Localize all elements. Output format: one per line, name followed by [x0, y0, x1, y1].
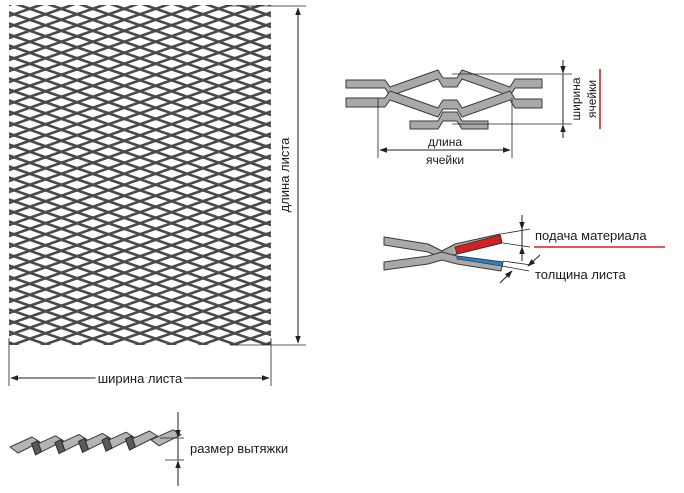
mesh-strand — [9, 165, 271, 260]
sheet-width-label: ширина листа — [98, 371, 183, 386]
mesh-strand — [9, 66, 271, 161]
mesh-strand — [9, 143, 271, 238]
mesh-strand — [9, 33, 271, 128]
mesh-strand — [9, 55, 271, 150]
stretch-step-edge — [77, 437, 90, 454]
mesh-strand — [9, 308, 115, 345]
mesh-strand — [9, 5, 13, 7]
mesh-strand — [9, 354, 271, 445]
mesh-strand — [9, 132, 271, 227]
mesh-strand — [9, 11, 271, 106]
cell-detail: ширина ячейки длина ячейки — [345, 60, 601, 167]
cell-strand-upper — [345, 69, 543, 97]
mesh-strand — [9, 231, 271, 326]
mesh-strand — [9, 176, 271, 271]
mesh-strand — [267, 5, 271, 7]
mesh-strand — [196, 319, 271, 345]
mesh-strand — [9, 88, 271, 183]
cell-length-label-line1: длина — [428, 135, 462, 149]
mesh-strand — [9, 22, 271, 117]
feed-highlight — [454, 234, 503, 255]
mesh-strand — [172, 5, 271, 40]
cell-strand-bottom — [409, 111, 489, 130]
mesh-strand — [9, 5, 202, 73]
stretch-step-edge — [30, 440, 43, 456]
mesh-sheet — [9, 5, 271, 445]
stretch-profile-detail: размер вытяжки — [9, 412, 288, 486]
stretch-step-edge — [101, 436, 113, 452]
sheet-length-label: длина листа — [277, 137, 292, 213]
cell-length-label-line2: ячейки — [426, 153, 464, 167]
mesh-strand — [9, 99, 271, 194]
sheet-thickness-label: толщина листа — [535, 267, 626, 282]
mesh-strand — [70, 275, 271, 345]
stretch-step — [9, 436, 41, 454]
mesh-strand — [9, 5, 108, 40]
mesh-strand — [133, 297, 271, 345]
mesh-strand — [9, 110, 271, 205]
mesh-strand — [9, 319, 84, 345]
stretch-size-label: размер вытяжки — [190, 441, 288, 456]
mesh-strand — [9, 77, 271, 172]
mesh-strand — [259, 341, 271, 345]
mesh-strand — [165, 308, 271, 345]
mesh-strand — [9, 198, 271, 293]
cell-strand-lower — [345, 90, 543, 118]
sheet-width-dimension: ширина листа — [8, 338, 272, 389]
mesh-strand — [9, 5, 76, 29]
mesh-strand — [9, 354, 271, 445]
stretch-step-edge — [54, 438, 66, 455]
mesh-strand — [9, 209, 271, 304]
section-strand-lower — [383, 251, 504, 272]
cell-width-label-line1: ширина — [569, 77, 583, 120]
mesh-strand — [9, 5, 171, 62]
mesh-strand — [9, 187, 271, 282]
stretch-step-edge — [124, 435, 137, 451]
mesh-strand — [9, 220, 271, 315]
sheet-length-dimension: длина листа — [226, 5, 306, 346]
mesh-strand — [39, 264, 271, 345]
cell-width-label-line2: ячейки — [585, 80, 599, 118]
mesh-strand — [9, 341, 21, 345]
mesh-strand — [102, 286, 271, 345]
mesh-strand — [141, 5, 271, 51]
mesh-strand — [9, 44, 271, 139]
mesh-strand — [204, 5, 271, 29]
mesh-strand — [109, 5, 271, 62]
mesh-strand — [9, 154, 271, 249]
material-feed-label: подача материала — [535, 228, 647, 243]
mesh-strand — [9, 242, 271, 337]
mesh-strand — [9, 253, 271, 345]
mesh-strand — [9, 5, 265, 95]
strand-section-detail: подача материала толщина листа — [383, 215, 665, 284]
mesh-strand — [9, 121, 271, 216]
mesh-strand — [9, 5, 139, 51]
